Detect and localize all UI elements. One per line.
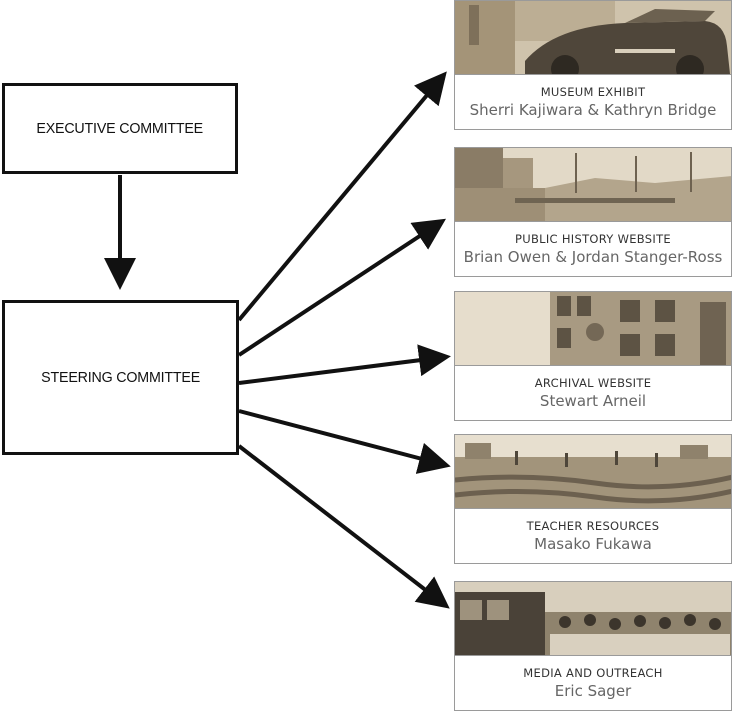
farm-field-photo xyxy=(455,435,731,509)
arrow-to-teacher-resources xyxy=(238,409,451,474)
card-caption: MEDIA AND OUTREACH Eric Sager xyxy=(455,656,731,710)
card-archival-website: ARCHIVAL WEBSITE Stewart Arneil xyxy=(454,291,732,421)
arrow-to-museum-exhibit xyxy=(237,71,447,322)
card-names: Stewart Arneil xyxy=(539,392,647,410)
vintage-truck-photo xyxy=(455,1,731,75)
card-caption: ARCHIVAL WEBSITE Stewart Arneil xyxy=(455,366,731,420)
executive-committee-box: EXECUTIVE COMMITTEE xyxy=(2,83,238,174)
card-museum-exhibit: MUSEUM EXHIBIT Sherri Kajiwara & Kathryn… xyxy=(454,0,732,130)
card-title: TEACHER RESOURCES xyxy=(526,519,660,533)
card-caption: TEACHER RESOURCES Masako Fukawa xyxy=(455,509,731,563)
steering-committee-box: STEERING COMMITTEE xyxy=(2,300,239,455)
card-title: MEDIA AND OUTREACH xyxy=(523,666,663,680)
card-names: Sherri Kajiwara & Kathryn Bridge xyxy=(469,101,717,119)
card-teacher-resources: TEACHER RESOURCES Masako Fukawa xyxy=(454,434,732,564)
card-names: Eric Sager xyxy=(554,682,632,700)
card-names: Masako Fukawa xyxy=(534,535,652,553)
arrow-to-public-history-website xyxy=(237,218,447,357)
building-facade-photo xyxy=(455,292,731,366)
card-caption: MUSEUM EXHIBIT Sherri Kajiwara & Kathryn… xyxy=(455,75,731,129)
card-names: Brian Owen & Jordan Stanger-Ross xyxy=(463,248,723,266)
steering-committee-label: STEERING COMMITTEE xyxy=(41,369,200,386)
card-title: ARCHIVAL WEBSITE xyxy=(534,376,652,390)
arrow-to-archival-website xyxy=(238,344,451,385)
card-caption: PUBLIC HISTORY WEBSITE Brian Owen & Jord… xyxy=(455,222,731,276)
card-title: PUBLIC HISTORY WEBSITE xyxy=(515,232,671,246)
crowd-gathering-photo xyxy=(455,582,731,656)
card-public-history-website: PUBLIC HISTORY WEBSITE Brian Owen & Jord… xyxy=(454,147,732,277)
street-scene-photo xyxy=(455,148,731,222)
arrow-to-media-and-outreach xyxy=(237,444,450,609)
card-media-and-outreach: MEDIA AND OUTREACH Eric Sager xyxy=(454,581,732,711)
executive-committee-label: EXECUTIVE COMMITTEE xyxy=(36,120,204,137)
card-title: MUSEUM EXHIBIT xyxy=(540,85,646,99)
